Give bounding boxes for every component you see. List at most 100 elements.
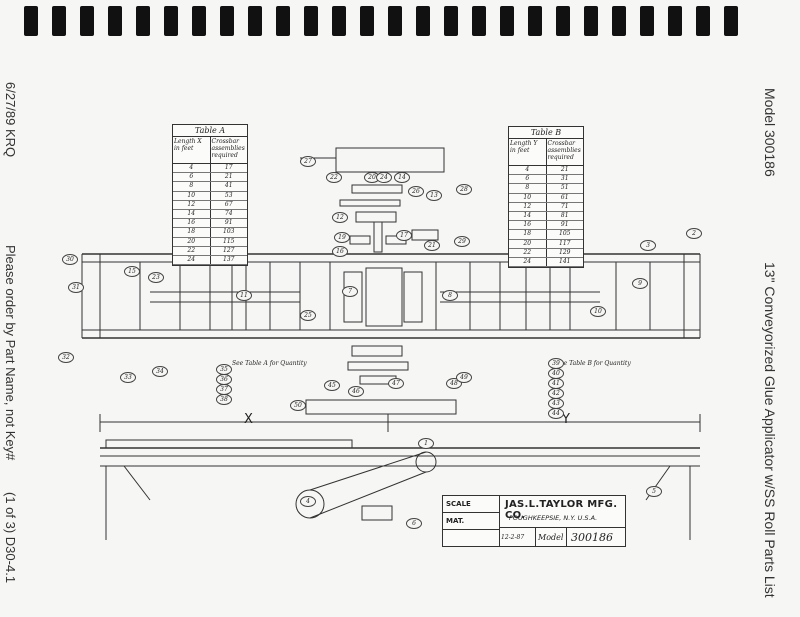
- part-callout: 10: [590, 306, 606, 317]
- binding-hole: [500, 6, 514, 36]
- part-callout: 48: [446, 378, 462, 389]
- table-a-col2: Crossbar assemblies required: [211, 138, 245, 159]
- table-b-title: Table B: [509, 127, 583, 139]
- binding-hole: [472, 6, 486, 36]
- part-callout: 14: [394, 172, 410, 183]
- binding-hole: [24, 6, 38, 36]
- binding-hole: [192, 6, 206, 36]
- table-b-reference: See Table B for Quantity: [556, 360, 631, 367]
- part-callout: 30: [62, 254, 78, 265]
- drawing-date: 12-2-87: [499, 528, 536, 547]
- part-callout: 50: [290, 400, 306, 411]
- part-callout: 34: [152, 366, 168, 377]
- table-b: Table B Length Y in feet Crossbar assemb…: [508, 126, 584, 269]
- material-label: MAT.: [443, 513, 499, 530]
- part-callout: 8: [442, 290, 458, 301]
- model-label: Model: [536, 528, 567, 547]
- binding-hole: [220, 6, 234, 36]
- model-value: 300186: [571, 531, 613, 544]
- part-callout: 7: [342, 286, 358, 297]
- table-a-title: Table A: [173, 125, 247, 137]
- binding-hole: [416, 6, 430, 36]
- part-callout: 44: [548, 408, 564, 419]
- binding-hole: [612, 6, 626, 36]
- part-callout: 4: [300, 496, 316, 507]
- part-callout: 15: [124, 266, 140, 277]
- company-city: POUGHKEEPSIE, N.Y. U.S.A.: [509, 514, 598, 522]
- part-callout: 5: [646, 486, 662, 497]
- part-callout: 25: [300, 310, 316, 321]
- binding-hole: [276, 6, 290, 36]
- part-callout: 29: [454, 236, 470, 247]
- part-callout: 1: [418, 438, 434, 449]
- binding-hole: [108, 6, 122, 36]
- binding-hole: [584, 6, 598, 36]
- part-callout: 47: [388, 378, 404, 389]
- dimension-x: X: [244, 412, 253, 427]
- part-callout: 32: [58, 352, 74, 363]
- part-callout: 21: [424, 240, 440, 251]
- binding-hole: [360, 6, 374, 36]
- binding-hole: [640, 6, 654, 36]
- binding-hole: [248, 6, 262, 36]
- part-callout: 9: [632, 278, 648, 289]
- spiral-binding: [0, 0, 800, 40]
- part-callout: 24: [376, 172, 392, 183]
- part-callout: 13: [426, 190, 442, 201]
- part-callout: 22: [326, 172, 342, 183]
- glue-roller: [365, 267, 403, 327]
- part-callout: 33: [120, 372, 136, 383]
- part-callout: 3: [640, 240, 656, 251]
- part-callout: 31: [68, 282, 84, 293]
- binding-hole: [332, 6, 346, 36]
- binding-hole: [304, 6, 318, 36]
- table-b-col2: Crossbar assemblies required: [547, 140, 581, 161]
- part-callout: 6: [406, 518, 422, 529]
- part-callout: 38: [216, 394, 232, 405]
- part-callout: 16: [332, 246, 348, 257]
- table-a-col1: Length X in feet: [173, 137, 211, 163]
- table-a: Table A Length X in feet Crossbar assemb…: [172, 124, 248, 267]
- table-a-reference: See Table A for Quantity: [232, 360, 307, 367]
- part-callout: 45: [324, 380, 340, 391]
- part-callout: 19: [334, 232, 350, 243]
- binding-hole: [388, 6, 402, 36]
- part-callout: 23: [148, 272, 164, 283]
- part-callout: 12: [332, 212, 348, 223]
- part-callout: 11: [236, 290, 252, 301]
- binding-hole: [444, 6, 458, 36]
- binding-hole: [80, 6, 94, 36]
- part-bottom-bar: [305, 399, 457, 415]
- binding-hole: [52, 6, 66, 36]
- table-b-col1: Length Y in feet: [509, 139, 547, 165]
- part-callout: 26: [408, 186, 424, 197]
- part-callout: 27: [300, 156, 316, 167]
- binding-hole: [136, 6, 150, 36]
- binding-hole: [164, 6, 178, 36]
- dimension-y: Y: [562, 412, 570, 427]
- binding-hole: [528, 6, 542, 36]
- binding-hole: [556, 6, 570, 36]
